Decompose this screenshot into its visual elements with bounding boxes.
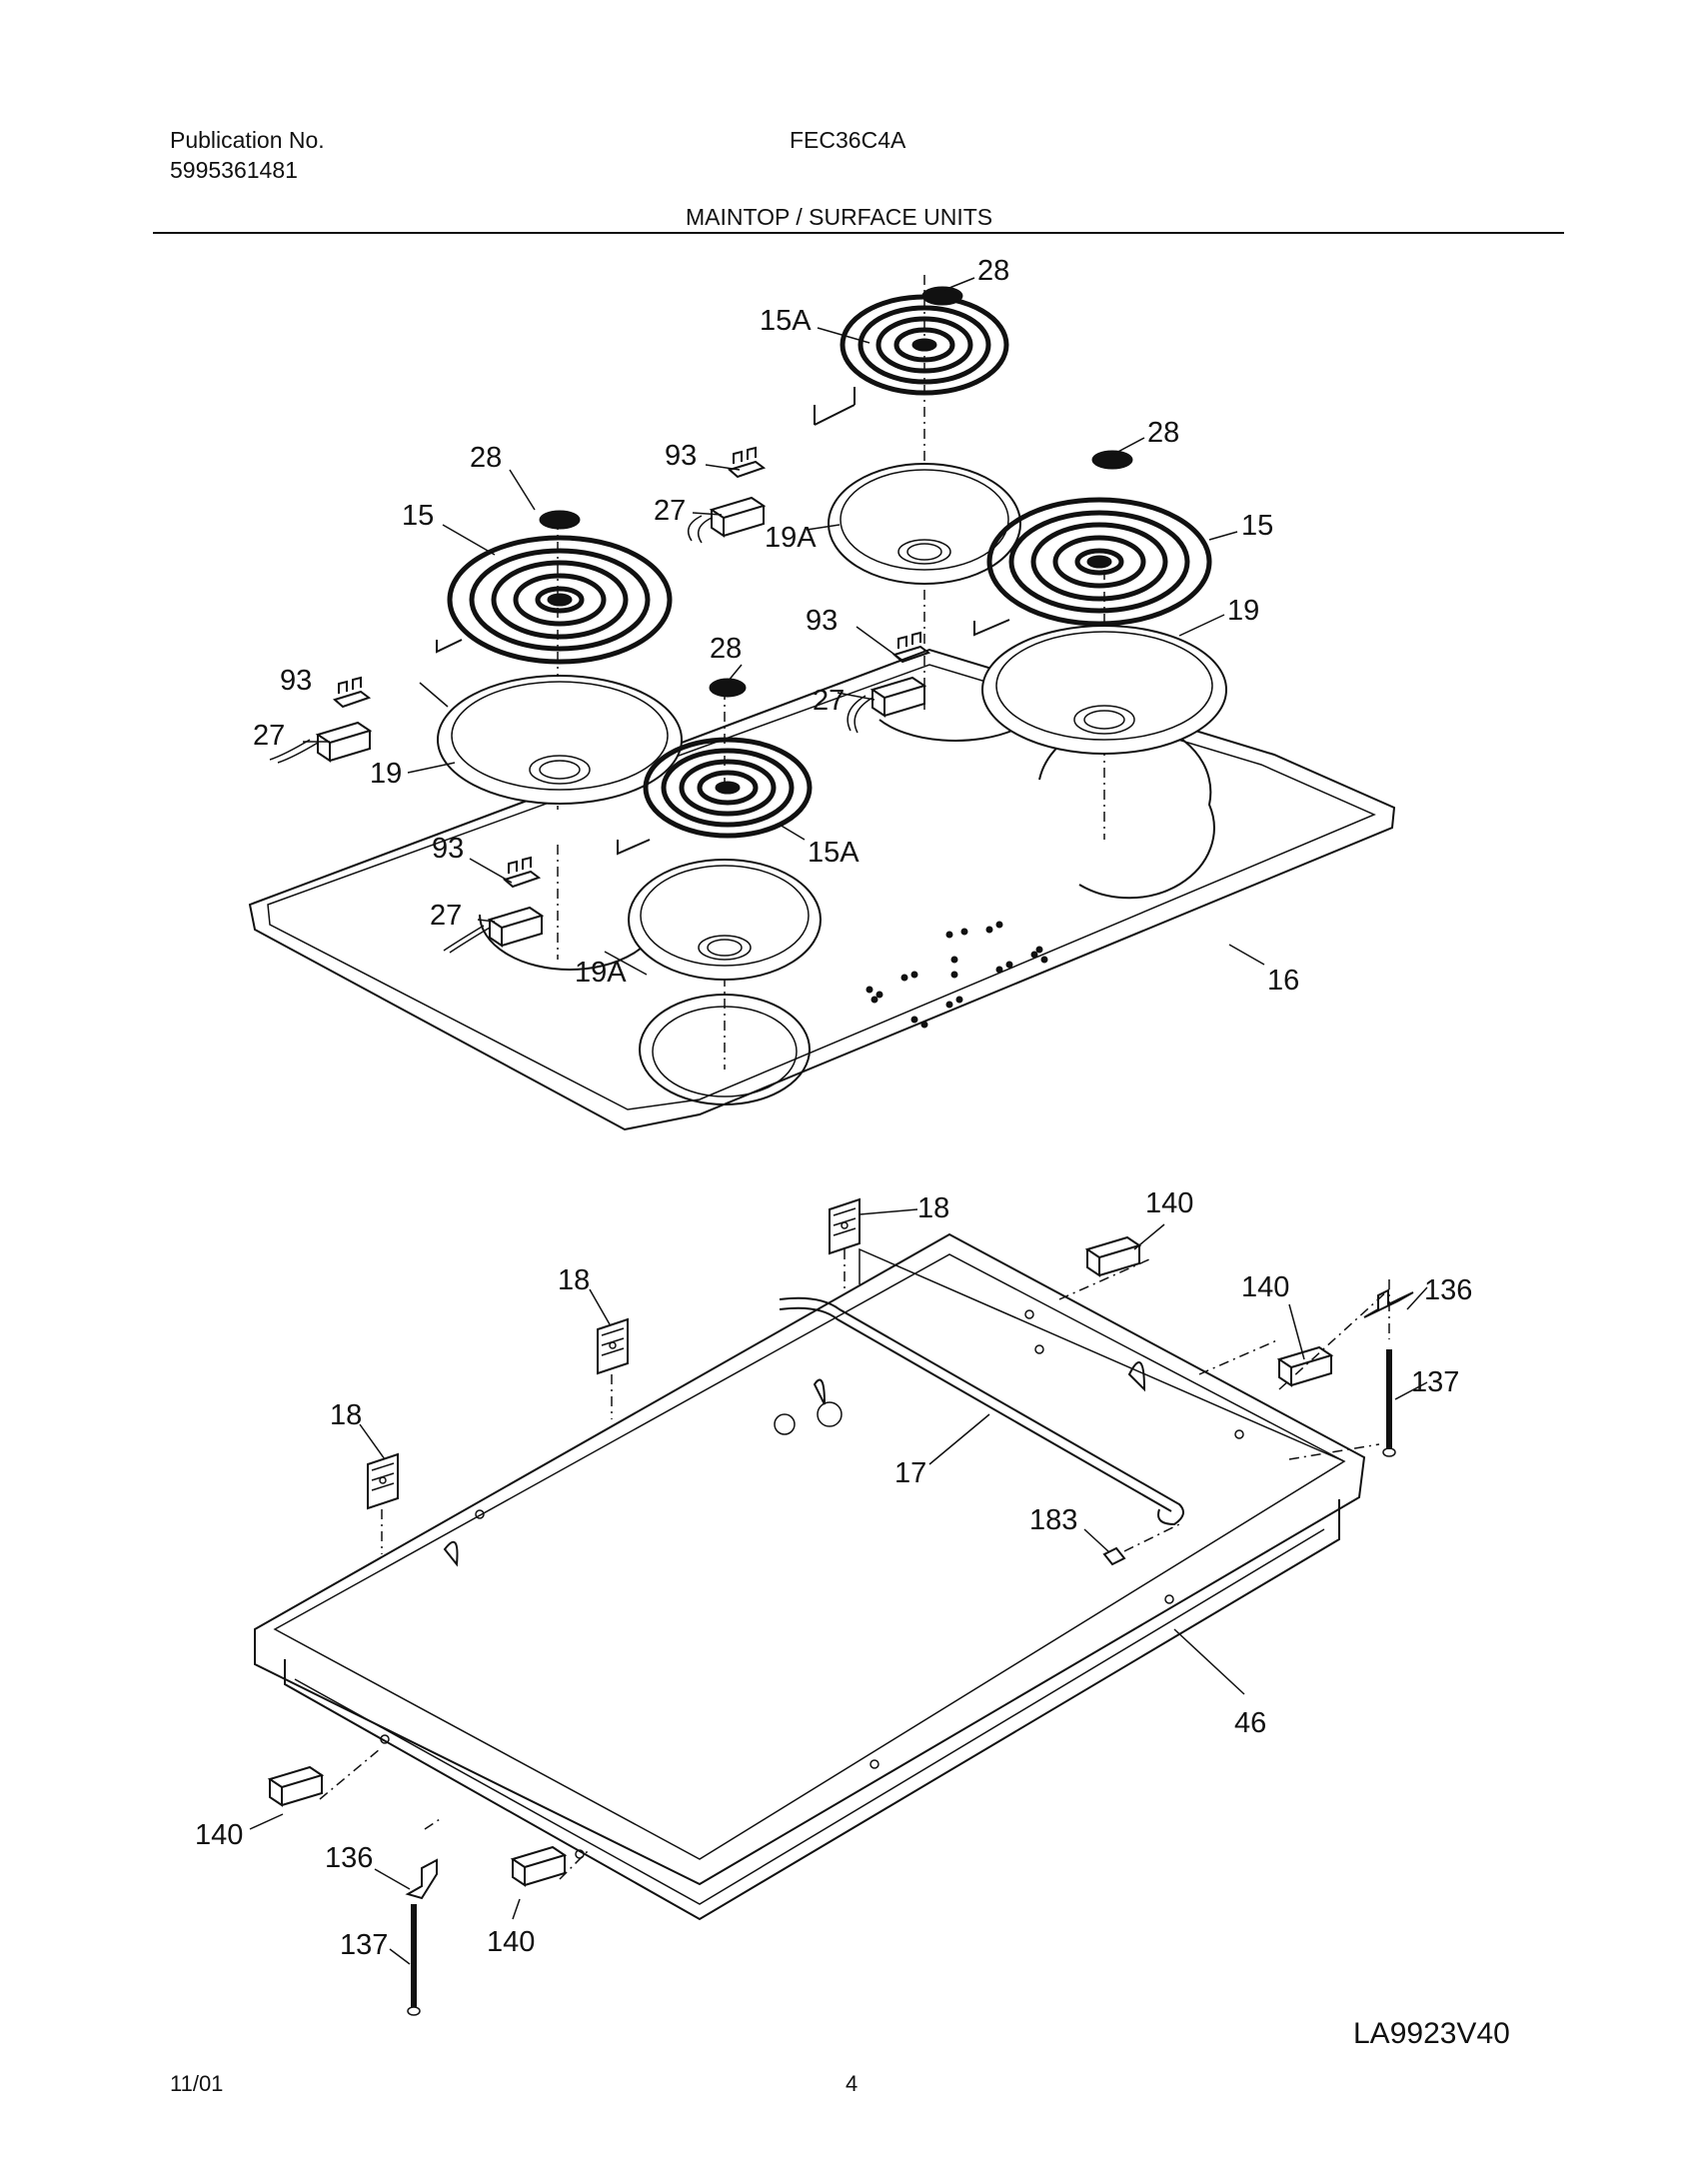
drip-bowl-19A-front <box>628 859 822 981</box>
callout-183: 183 <box>1029 1504 1077 1536</box>
hinge-18-c <box>367 1453 399 1509</box>
callout-19A: 19A <box>765 522 817 554</box>
hinge-18-b <box>597 1318 629 1374</box>
callout-136: 136 <box>1424 1274 1472 1306</box>
maintop-panel <box>248 648 1396 1131</box>
model-number: FEC36C4A <box>790 127 906 153</box>
spacer-140-c <box>269 1766 323 1806</box>
cap-28-b <box>1091 450 1133 470</box>
drip-bowl-19-right <box>981 625 1227 755</box>
cap-28-a <box>921 286 963 306</box>
callout-93: 93 <box>432 833 464 865</box>
callout-28: 28 <box>710 633 742 665</box>
callout-140: 140 <box>1241 1271 1289 1303</box>
callout-46: 46 <box>1234 1707 1266 1739</box>
callout-28: 28 <box>470 442 502 474</box>
callout-136: 136 <box>325 1842 373 1874</box>
callout-28: 28 <box>1147 417 1179 449</box>
callout-137: 137 <box>340 1929 388 1961</box>
surface-element-15A-front <box>646 740 810 836</box>
date-code: 11/01 <box>170 2071 224 2096</box>
callout-15: 15 <box>1241 510 1273 542</box>
callout-19: 19 <box>1227 595 1259 627</box>
cap-28-d <box>709 678 747 698</box>
receptacle-93-left <box>334 677 370 708</box>
header-rule <box>153 232 1564 234</box>
callout-140: 140 <box>487 1926 535 1958</box>
spacer-140-a <box>1086 1236 1140 1276</box>
callout-140: 140 <box>1145 1187 1193 1219</box>
terminal-block-27-right <box>871 677 925 717</box>
callout-18: 18 <box>330 1399 362 1431</box>
callout-93: 93 <box>806 605 838 637</box>
callout-18: 18 <box>558 1264 590 1296</box>
drawing-id: LA9923V40 <box>1353 2017 1510 2050</box>
callout-28: 28 <box>977 255 1009 287</box>
callout-15A: 15A <box>760 305 812 337</box>
callout-27: 27 <box>813 685 845 717</box>
callout-27: 27 <box>430 900 462 932</box>
callout-93: 93 <box>665 440 697 472</box>
callout-140: 140 <box>195 1819 243 1851</box>
callout-93: 93 <box>280 665 312 697</box>
callout-27: 27 <box>654 495 686 527</box>
callout-137: 137 <box>1411 1366 1459 1398</box>
callout-17: 17 <box>894 1457 926 1489</box>
publication-number: 5995361481 <box>170 157 298 183</box>
hinge-18-a <box>829 1198 860 1254</box>
section-title: MAINTOP / SURFACE UNITS <box>686 204 993 230</box>
spacer-140-b <box>1278 1346 1332 1386</box>
page-number: 4 <box>846 2071 858 2096</box>
callout-15A: 15A <box>808 837 859 869</box>
callout-19: 19 <box>370 758 402 790</box>
cooktop-pan <box>254 1232 1366 1921</box>
receptacle-93-rear <box>729 447 765 478</box>
callout-18: 18 <box>917 1192 949 1224</box>
surface-element-15-left <box>450 538 670 662</box>
cap-28-c <box>539 510 581 530</box>
callout-27: 27 <box>253 720 285 752</box>
publication-label: Publication No. <box>170 127 325 153</box>
callout-16: 16 <box>1267 965 1299 997</box>
terminal-block-27-front <box>489 907 543 947</box>
callout-15: 15 <box>402 500 434 532</box>
spacer-140-d <box>512 1846 566 1886</box>
callout-19A: 19A <box>575 957 627 989</box>
terminal-block-27-rear <box>711 497 765 537</box>
surface-element-15-right <box>989 500 1209 624</box>
